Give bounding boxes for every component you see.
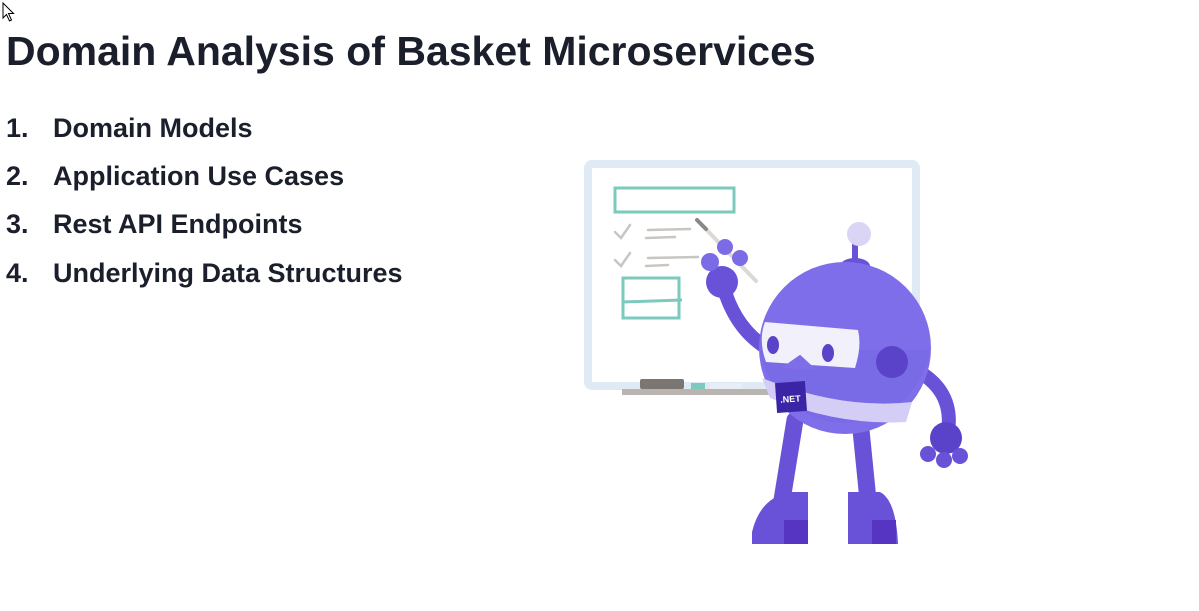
agenda-item-label: Application Use Cases: [53, 160, 345, 191]
slide-title: Domain Analysis of Basket Microservices: [6, 28, 816, 74]
agenda-item: 2. Application Use Cases: [6, 152, 403, 200]
agenda-list: 1. Domain Models 2. Application Use Case…: [6, 104, 403, 297]
agenda-item: 1. Domain Models: [6, 104, 403, 152]
dotnet-badge-label: .NET: [780, 393, 802, 404]
dotnet-bot: .NET: [695, 218, 968, 544]
agenda-item-label: Domain Models: [53, 112, 253, 143]
mouse-pointer-icon: [2, 2, 15, 22]
agenda-item-number: 1.: [6, 112, 29, 143]
agenda-item-label: Underlying Data Structures: [53, 257, 403, 288]
agenda-item: 4. Underlying Data Structures: [6, 249, 403, 297]
agenda-item: 3. Rest API Endpoints: [6, 201, 403, 249]
agenda-item-label: Rest API Endpoints: [53, 209, 303, 240]
agenda-item-number: 3.: [6, 209, 29, 240]
agenda-item-number: 2.: [6, 160, 29, 191]
dotnet-bot-whiteboard-illustration: .NET: [584, 160, 968, 544]
agenda-item-number: 4.: [6, 257, 29, 288]
